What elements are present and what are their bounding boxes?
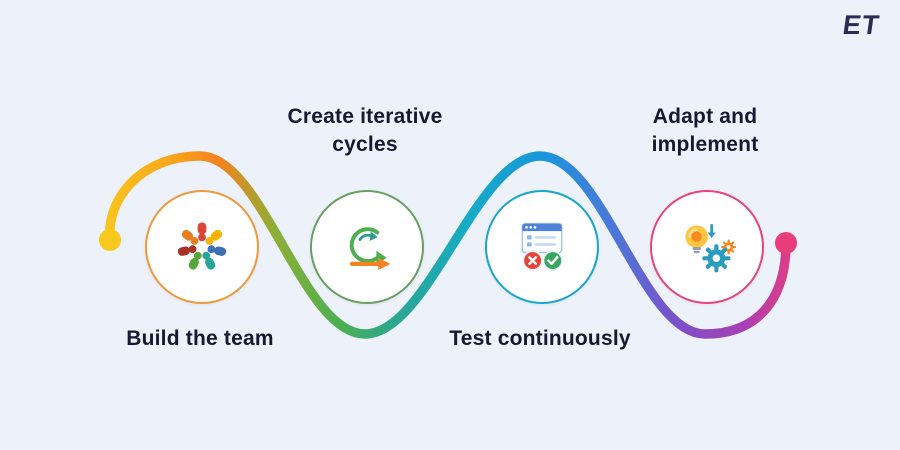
step-label-iterative-cycles: Create iterative cycles xyxy=(287,105,443,156)
step-circle-build-team xyxy=(145,190,259,304)
et-logo: ET xyxy=(841,10,883,40)
bulb-gear-icon xyxy=(685,224,737,273)
flow-start-dot xyxy=(99,229,121,251)
testing-checklist-icon xyxy=(521,222,564,271)
step-circle-test-continuously xyxy=(485,190,599,304)
flow-end-dot xyxy=(775,232,797,254)
step-circle-adapt-implement xyxy=(650,190,764,304)
flow-curve xyxy=(104,151,791,339)
step-label-build-team: Build the team xyxy=(126,327,274,350)
step-circle-iterative-cycles xyxy=(310,190,424,304)
step-label-test-continuously: Test continuously xyxy=(449,327,631,350)
iteration-cycle-icon xyxy=(349,227,391,270)
step-label-adapt-implement: Adapt and implement xyxy=(651,105,759,156)
team-huddle-icon xyxy=(177,222,227,270)
